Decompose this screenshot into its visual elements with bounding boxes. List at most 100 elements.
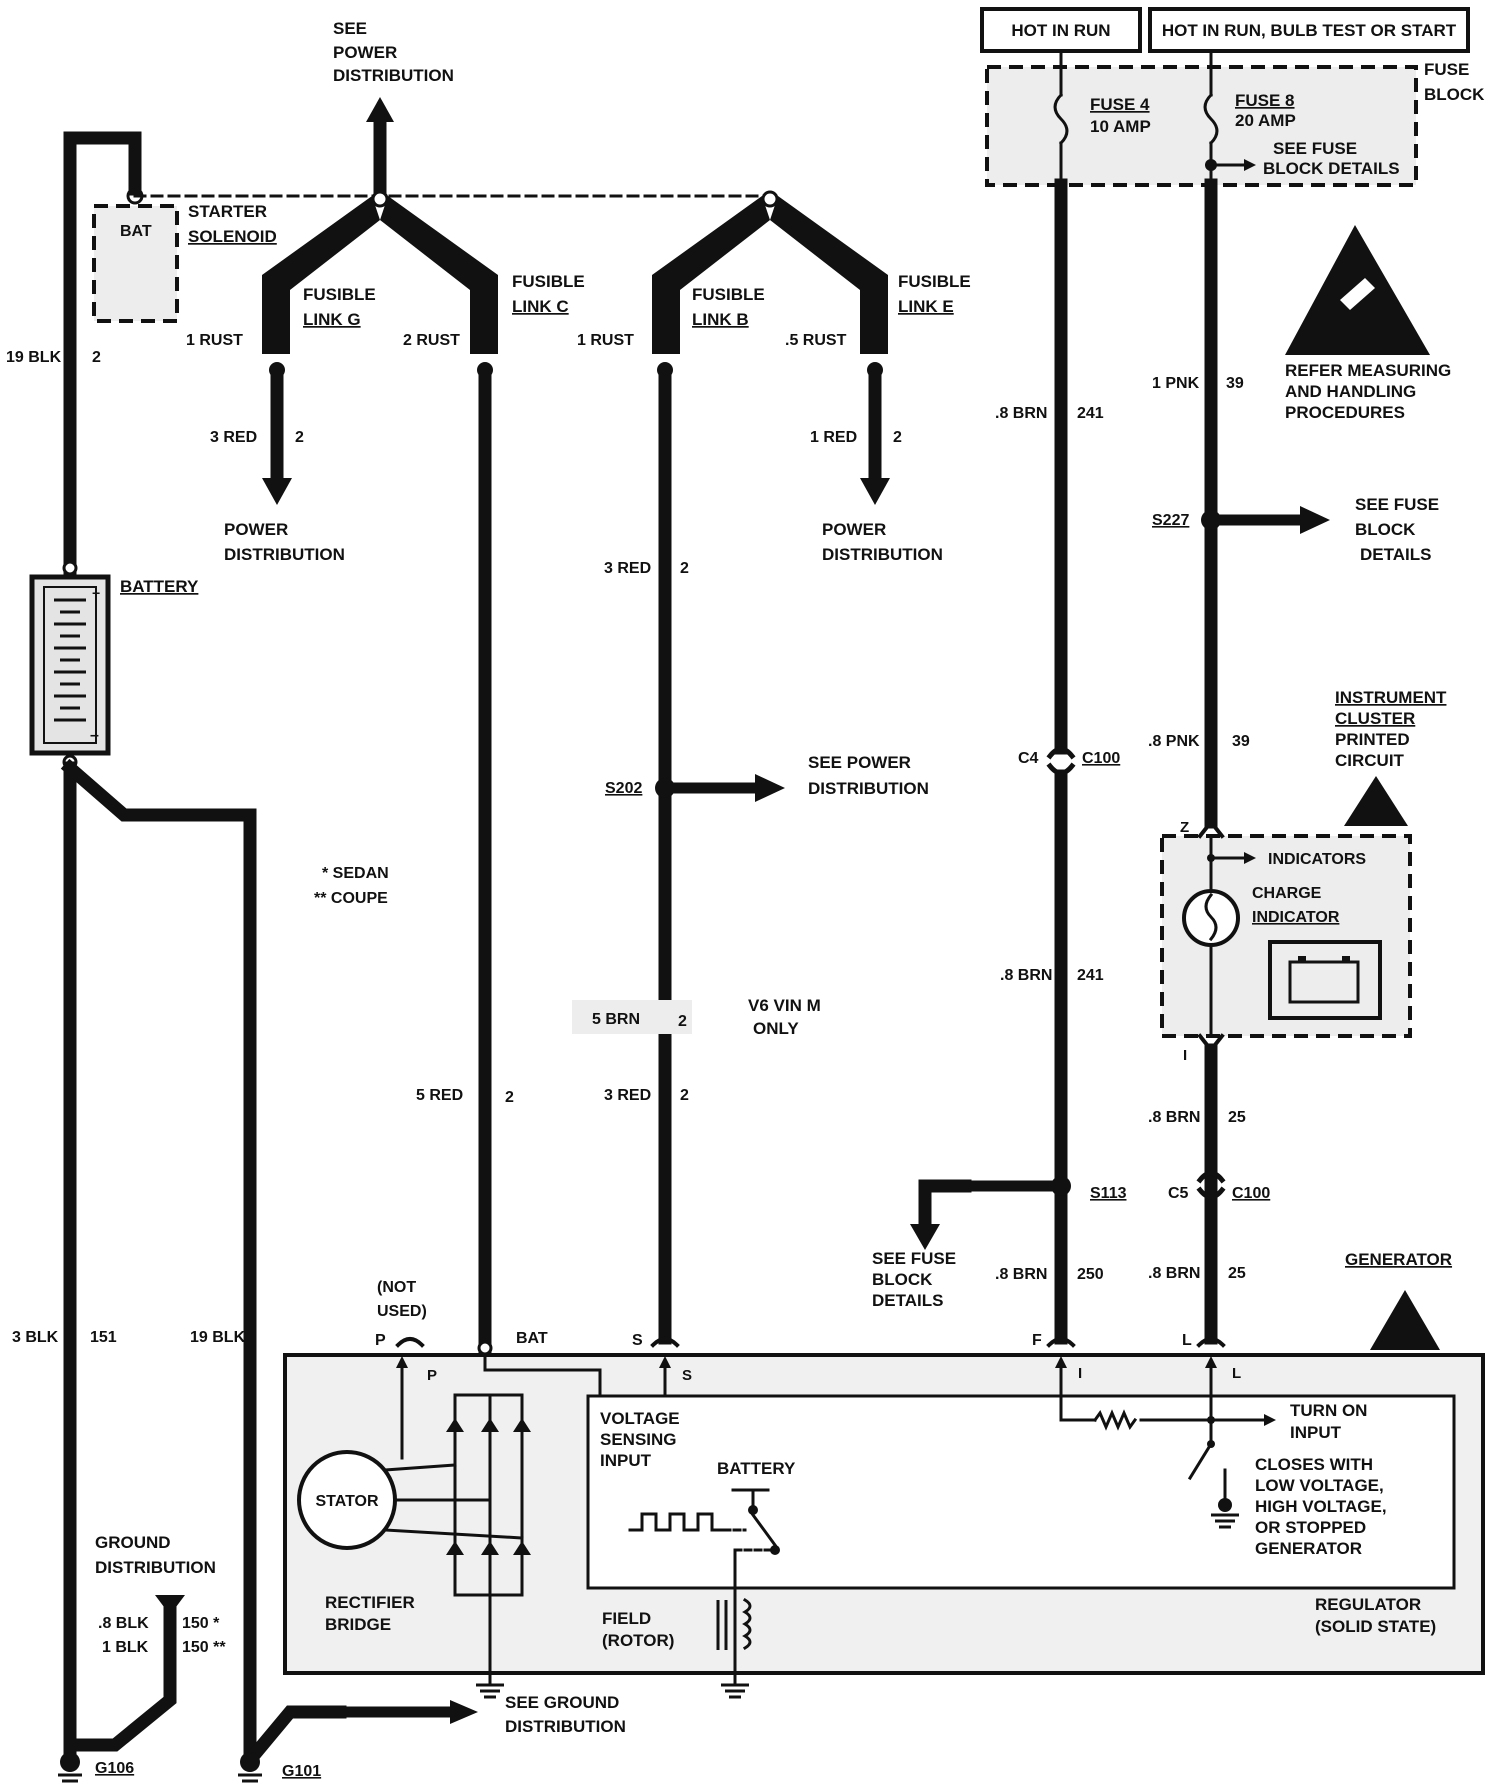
top-power-distribution: SEE POWER DISTRIBUTION: [333, 19, 454, 202]
indicators-label: INDICATORS: [1268, 851, 1366, 868]
terminal-bat: BAT: [516, 1330, 548, 1347]
fuse-block: FUSE 4 10 AMP FUSE 8 20 AMP SEE FUSE BLO…: [985, 49, 1418, 187]
power-distribution-left: 3 RED 2 POWER DISTRIBUTION: [210, 371, 345, 564]
not-used-1: (NOT: [377, 1279, 416, 1296]
s202-label: S202: [605, 780, 642, 797]
s113-note-2: BLOCK: [872, 1270, 933, 1289]
wire-3-red-c-num: 2: [680, 1087, 689, 1104]
wire-19-blk-num: 2: [92, 349, 101, 366]
wire-5-red-num: 2: [505, 1089, 514, 1106]
solenoid-bat: BAT: [120, 223, 152, 240]
wire-brn-241-a-num: 241: [1077, 405, 1104, 422]
note-coupe: ** COUPE: [314, 890, 388, 907]
wire-brn-25-b-num: 25: [1228, 1265, 1246, 1282]
arrow-up-icon: [366, 97, 394, 122]
ground-g106-icon: [60, 1752, 80, 1772]
power-dist-left-1: POWER: [224, 520, 288, 539]
battery-plus: +: [92, 585, 100, 601]
fusible-g-2: LINK G: [303, 310, 361, 329]
ground-g101-icon: [240, 1752, 260, 1772]
power-dist-left-2: DISTRIBUTION: [224, 545, 345, 564]
wire-8-blk: .8 BLK: [98, 1615, 149, 1632]
rectifier-2: BRIDGE: [325, 1615, 391, 1634]
wire-pnk-39: 1 PNK 39 S227 SEE FUSE BLOCK DETAILS .8 …: [1148, 178, 1439, 829]
fusible-link-g: [262, 196, 380, 354]
fuse-block-label-1: FUSE: [1424, 60, 1469, 79]
wire-1-blk-num: 150 **: [182, 1639, 226, 1656]
closes-3: HIGH VOLTAGE,: [1255, 1497, 1387, 1516]
fusible-e-2: LINK E: [898, 297, 954, 316]
instrument-cluster: INSTRUMENT CLUSTER PRINTED CIRCUIT Z IND…: [1148, 688, 1447, 1345]
esd-small-icon: [1344, 776, 1408, 826]
closes-1: CLOSES WITH: [1255, 1455, 1373, 1474]
battery-switch-label: BATTERY: [717, 1459, 796, 1478]
wire-1-red-num: 2: [893, 429, 902, 446]
power-dist-right-1: POWER: [822, 520, 886, 539]
s227-note-3: DETAILS: [1360, 545, 1431, 564]
fuse-4-name: FUSE 4: [1090, 95, 1150, 114]
power-distribution-right: 1 RED 2 POWER DISTRIBUTION: [810, 371, 943, 564]
s227-note-2: BLOCK: [1355, 520, 1416, 539]
connector-c100-b: C100: [1232, 1185, 1270, 1202]
wire-19-blk-b: 19 BLK: [190, 1329, 246, 1346]
wire-3-red-num: 2: [295, 429, 304, 446]
esd-warning: REFER MEASURING AND HANDLING PROCEDURES: [1285, 225, 1451, 422]
power-dist-right-2: DISTRIBUTION: [822, 545, 943, 564]
fusible-link-e: [770, 196, 888, 354]
fusible-b-2: LINK B: [692, 310, 749, 329]
regulator-box: [586, 1394, 1456, 1590]
cluster-line-1: INSTRUMENT: [1335, 688, 1447, 707]
fusible-g-1: FUSIBLE: [303, 285, 376, 304]
connector-c100-a: C100: [1082, 750, 1120, 767]
hot-in-run-bulb-label: HOT IN RUN, BULB TEST OR START: [1162, 21, 1457, 40]
wire-3-red: 3 RED: [210, 429, 257, 446]
wire-3-red-c-label: 3 RED: [604, 1087, 651, 1104]
wire-1-rust-g: 1 RUST: [186, 332, 243, 349]
voltage-2: SENSING: [600, 1430, 677, 1449]
fuse-4-rating: 10 AMP: [1090, 117, 1151, 136]
wire-8-pnk: .8 PNK: [1148, 733, 1200, 750]
wire-5-brn-num: 2: [678, 1013, 687, 1030]
cluster-line-4: CIRCUIT: [1335, 751, 1405, 770]
arrow-down-icon: [910, 1224, 940, 1250]
top-see: SEE: [333, 19, 367, 38]
turn-on-2: INPUT: [1290, 1423, 1342, 1442]
battery-circuit: 19 BLK 2 + – BATTERY 3 BLK 151 19 BLK: [6, 131, 257, 1767]
esd-line-3: PROCEDURES: [1285, 403, 1405, 422]
wire-5-red: 5 RED 2: [416, 371, 514, 1355]
fuse-block-label-2: BLOCK: [1424, 85, 1485, 104]
wire-brn-250-num: 250: [1077, 1266, 1104, 1283]
rectifier-1: RECTIFIER: [325, 1593, 415, 1612]
upper-wire-labels: 1 RUST 2 RUST 1 RUST .5 RUST: [186, 332, 847, 349]
turn-on-1: TURN ON: [1290, 1401, 1367, 1420]
arrow-down-icon: [262, 478, 292, 505]
fusible-c-2: LINK C: [512, 297, 569, 316]
wire-brn-241-b: .8 BRN: [1000, 967, 1052, 984]
wire-5-brn: 5 BRN: [592, 1011, 640, 1028]
wire-1-pnk-num: 39: [1226, 375, 1244, 392]
wire-2-rust-c: 2 RUST: [403, 332, 460, 349]
wire-brn-241-b-num: 241: [1077, 967, 1104, 984]
arrow-right-icon: [1300, 506, 1330, 534]
inner-i: I: [1078, 1365, 1082, 1382]
s113-note-3: DETAILS: [872, 1291, 943, 1310]
wire-3-red-b-num: 2: [680, 560, 689, 577]
fusible-e-1: FUSIBLE: [898, 272, 971, 291]
solenoid-label: SOLENOID: [188, 227, 277, 246]
ground-g101: G101: [282, 1763, 321, 1780]
header: HOT IN RUN HOT IN RUN, BULB TEST OR STAR…: [980, 7, 1485, 104]
terminal-l: L: [1182, 1332, 1192, 1349]
battery-minus: –: [90, 727, 99, 744]
wire-19-blk: 19 BLK: [6, 349, 62, 366]
see-fuse-1: SEE FUSE: [1273, 139, 1357, 158]
inner-p: P: [427, 1367, 437, 1384]
connector-c4: C4: [1018, 750, 1039, 767]
wire-brn-25-a: .8 BRN: [1148, 1109, 1200, 1126]
terminal-f: F: [1032, 1332, 1042, 1349]
arrow-right-icon: [450, 1700, 478, 1724]
fuse-8-rating: 20 AMP: [1235, 111, 1296, 130]
fusible-links-b-e: FUSIBLE LINK B FUSIBLE LINK E: [652, 190, 971, 378]
wire-5-red-label: 5 RED: [416, 1087, 463, 1104]
fusible-links-g-c: FUSIBLE LINK G FUSIBLE LINK C: [262, 190, 585, 378]
fusible-b-1: FUSIBLE: [692, 285, 765, 304]
